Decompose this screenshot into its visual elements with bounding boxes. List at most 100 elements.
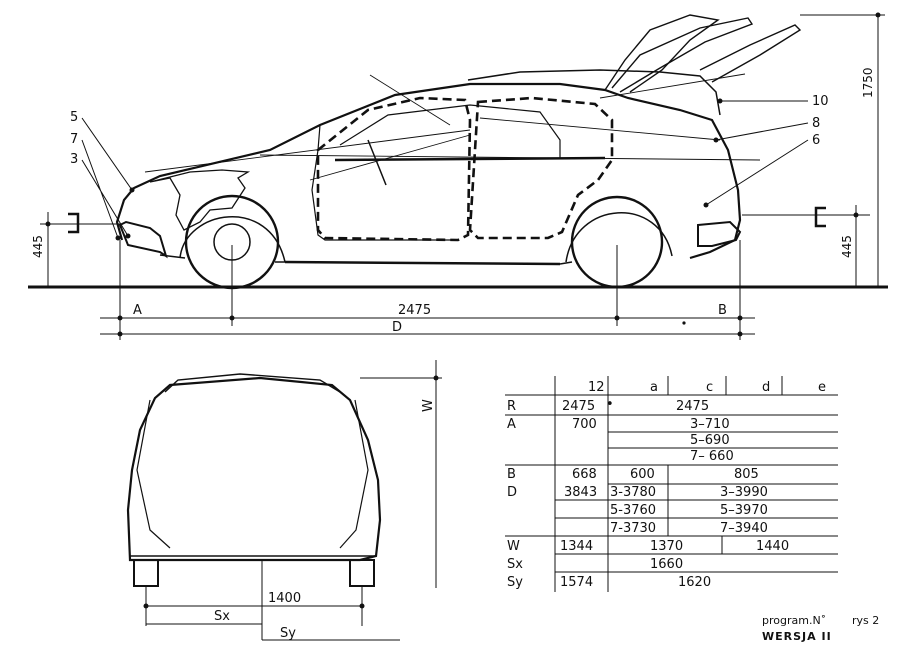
rear-height-dim-line <box>742 205 870 287</box>
table-header-e: e <box>818 380 826 395</box>
car-body-outline <box>115 82 742 260</box>
track-dot-left <box>143 603 149 609</box>
callout-dot-10 <box>717 98 723 104</box>
construction-lines <box>144 73 761 181</box>
callout-3: 3 <box>70 152 78 167</box>
cell-d-a3: 7-3730 <box>610 521 656 536</box>
rear-height-dim-dot <box>853 212 859 218</box>
tailgate-open-1 <box>604 14 720 93</box>
drawing-number: rys 2 <box>852 614 879 627</box>
cell-sy-span: 1620 <box>678 575 711 590</box>
rear-overhang-label: B <box>718 303 727 318</box>
cell-b-span: 805 <box>734 467 759 482</box>
callout-leaders-rear <box>705 100 809 206</box>
rear-roof-edge <box>164 373 341 393</box>
cell-r-12: 2475 <box>562 399 595 414</box>
cell-a-1: 3–710 <box>690 417 730 432</box>
wheelbase-value: 2475 <box>398 303 431 318</box>
wiper <box>367 139 387 186</box>
rear-bumper <box>697 220 742 247</box>
cell-d-a1: 3-3780 <box>610 485 656 500</box>
cell-r-span: 2475 <box>676 399 709 414</box>
front-bumper <box>118 220 168 259</box>
version-label: WERSJA II <box>762 630 832 643</box>
row-label-w: W <box>507 539 520 554</box>
rear-towing-bracket <box>814 206 826 228</box>
width-dim-dot <box>433 375 439 381</box>
rear-view: W 1400 Sx Sy <box>126 360 442 641</box>
tailgate-open-3 <box>699 24 802 83</box>
dim-dot-a-start <box>117 315 123 321</box>
total-height-dim-line <box>800 14 885 287</box>
stray-mark <box>682 321 686 325</box>
side-view: 5 7 3 10 8 6 445 445 1750 A 2475 B <box>28 12 888 340</box>
table-grid <box>505 376 838 592</box>
callout-dot-6 <box>703 202 709 208</box>
table-header-12: 12 <box>588 380 605 395</box>
table-header-c: c <box>706 380 713 395</box>
rear-view-outline <box>126 376 382 562</box>
cell-d-c2: 5–3970 <box>720 503 768 518</box>
row-label-sy: Sy <box>507 575 523 590</box>
engine-bay-sketch <box>149 169 251 231</box>
track-value: 1400 <box>268 591 301 606</box>
total-height-value: 1750 <box>861 67 875 98</box>
callout-dot-3 <box>125 233 131 239</box>
overall-length-label: D <box>392 320 402 335</box>
callout-dot-7 <box>115 235 121 241</box>
sy-label: Sy <box>280 626 296 641</box>
cell-a-2: 5–690 <box>690 433 730 448</box>
cell-sy-12: 1574 <box>560 575 593 590</box>
front-height-value: 445 <box>31 235 45 258</box>
table-header-a: a <box>650 380 658 395</box>
table-header-d: d <box>762 380 770 395</box>
track-dot-right <box>359 603 365 609</box>
dim-dot-d-start <box>117 331 123 337</box>
callout-dot-8 <box>713 137 719 143</box>
cell-d-a2: 5-3760 <box>610 503 656 518</box>
rear-height-value: 445 <box>840 235 854 258</box>
row-label-r: R <box>507 399 516 414</box>
cell-d-12: 3843 <box>564 485 597 500</box>
total-height-dim-dot <box>875 12 881 18</box>
row-label-sx: Sx <box>507 557 523 572</box>
cell-w-d: 1440 <box>756 539 789 554</box>
callout-5: 5 <box>70 110 78 125</box>
rear-door-dashed <box>468 96 614 240</box>
front-overhang-label: A <box>133 303 142 318</box>
track-extension-lines <box>145 560 363 640</box>
cell-w-12: 1344 <box>560 539 593 554</box>
dim-dot-b-end <box>737 315 743 321</box>
cell-a-3: 7– 660 <box>690 449 734 464</box>
tailgate-open-2 <box>611 17 754 93</box>
length-extension-lines <box>119 240 741 340</box>
cell-sx-span: 1660 <box>650 557 683 572</box>
left-rear-tyre <box>133 559 159 587</box>
callout-7: 7 <box>70 132 78 147</box>
front-door-dashed <box>316 96 472 242</box>
sx-label: Sx <box>214 609 230 624</box>
windshield-line <box>311 124 458 241</box>
cell-b-12: 668 <box>572 467 597 482</box>
title-block: program.N˚ rys 2 WERSJA II <box>762 614 879 643</box>
callout-leaders-front <box>81 117 133 239</box>
right-rear-tyre <box>349 559 375 587</box>
cell-a-12: 700 <box>572 417 597 432</box>
dim-dot-d-end <box>737 331 743 337</box>
callout-dot-5 <box>129 187 135 193</box>
width-label: W <box>421 399 436 412</box>
dimensions-table: 12 a c d e R A B D W Sx Sy 2475 • 2475 7… <box>505 376 838 592</box>
program-label: program.N˚ <box>762 614 826 627</box>
window-upper <box>339 104 561 158</box>
callout-6: 6 <box>812 133 820 148</box>
row-label-b: B <box>507 467 516 482</box>
dim-dot-wheelbase-end <box>614 315 620 321</box>
callout-8: 8 <box>812 116 820 131</box>
width-dim-line <box>360 360 442 588</box>
cell-d-c3: 7–3940 <box>720 521 768 536</box>
cell-b-a: 600 <box>630 467 655 482</box>
row-label-a: A <box>507 417 516 432</box>
cell-r-dot: • <box>606 397 614 412</box>
front-height-dim-dot <box>45 221 51 227</box>
